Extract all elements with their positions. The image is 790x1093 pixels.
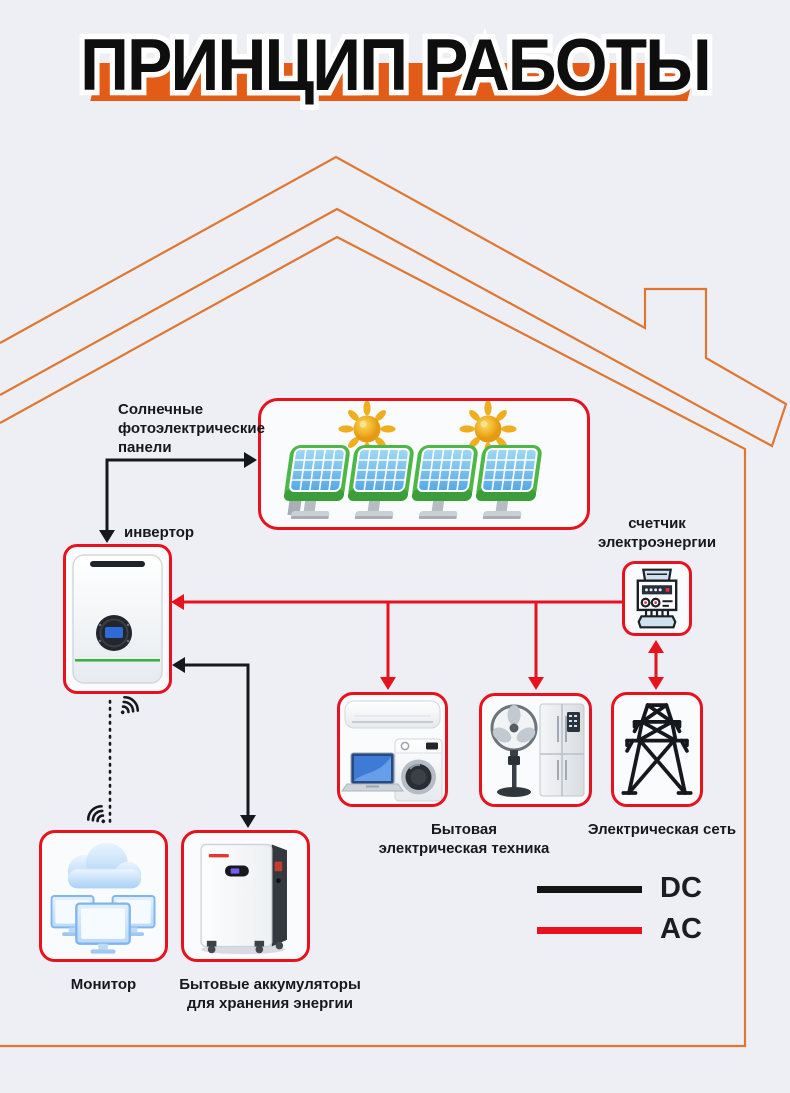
monitor-label: Монитор xyxy=(70,976,137,993)
arrow-ac-into-inverter xyxy=(171,594,184,610)
solar-panels-label: Солнечные фотоэлектрические панели xyxy=(118,401,265,456)
inverter-vent xyxy=(90,561,145,567)
arrow-into-solar xyxy=(244,452,257,468)
appliances-box-1 xyxy=(337,692,448,807)
ac-legend-label: AC xyxy=(660,913,702,945)
laptop-icon xyxy=(341,752,404,792)
page-title-outline: ПРИНЦИП РАБОТЫ xyxy=(75,20,717,112)
battery-logo xyxy=(208,854,229,858)
ac-legend-line xyxy=(537,927,642,934)
arrow-into-appliances-2 xyxy=(528,677,544,690)
wall-and-floor-line xyxy=(0,235,747,1048)
arrow-into-inverter-right xyxy=(172,657,185,673)
page-title: ПРИНЦИП РАБОТЫ ПРИНЦИП РАБОТЫ xyxy=(0,20,790,114)
battery-label: Бытовые аккумуляторы для хранения энерги… xyxy=(179,976,361,1012)
roof-with-chimney-line xyxy=(0,155,788,448)
meter-label: счетчик электроэнергии xyxy=(597,515,717,551)
appliances-box-2 xyxy=(479,693,592,807)
monitor-screens-icon xyxy=(50,895,156,954)
arrow-into-battery xyxy=(240,815,256,828)
page-title-text: ПРИНЦИП РАБОТЫ xyxy=(80,25,712,106)
grid-label: Электрическая сеть xyxy=(587,821,737,838)
washing-machine-icon xyxy=(394,738,443,802)
home-battery-icon xyxy=(200,843,287,955)
dc-line-solar-inverter xyxy=(105,458,248,535)
appliances-icon-ac-laptop-washer xyxy=(341,700,443,802)
meter-box xyxy=(622,561,692,636)
pv-panels-row xyxy=(283,445,542,519)
grid-box xyxy=(611,692,703,807)
appliances-icon-fan-fridge xyxy=(490,703,585,797)
arrow-into-appliances-1 xyxy=(380,677,396,690)
inverter-label: инвертор xyxy=(124,524,195,541)
electricity-meter-icon xyxy=(636,568,678,629)
battery-box xyxy=(181,830,310,962)
solar-panels-icon xyxy=(283,401,542,519)
standing-fan-icon xyxy=(490,704,538,797)
monitor-box xyxy=(39,830,168,962)
arrow-into-meter-bottom xyxy=(648,640,664,653)
power-tower-icon xyxy=(621,703,693,795)
inverter-green-stripe xyxy=(75,659,160,662)
dc-line-inverter-battery xyxy=(180,663,250,820)
appliances-label: Бытовая электрическая техника xyxy=(378,821,550,857)
wifi-icon xyxy=(86,804,106,824)
dc-legend-line xyxy=(537,886,642,893)
cloud-icon xyxy=(67,842,142,889)
inverter-box xyxy=(63,544,172,694)
refrigerator-icon xyxy=(539,703,585,797)
battery-display xyxy=(225,865,249,877)
arrow-into-inverter-top xyxy=(99,530,115,543)
cloud-monitoring-icon xyxy=(50,842,156,954)
solar-panels-box xyxy=(258,398,590,530)
inverter-icon xyxy=(72,554,163,684)
ac-line-inverter-meter xyxy=(178,600,658,684)
air-conditioner-icon xyxy=(344,700,441,729)
wifi-icon xyxy=(120,695,140,715)
arrow-into-grid xyxy=(648,677,664,690)
dc-legend-label: DC xyxy=(660,872,702,904)
inverter-display xyxy=(96,615,132,651)
battery-side-panel xyxy=(271,844,287,947)
